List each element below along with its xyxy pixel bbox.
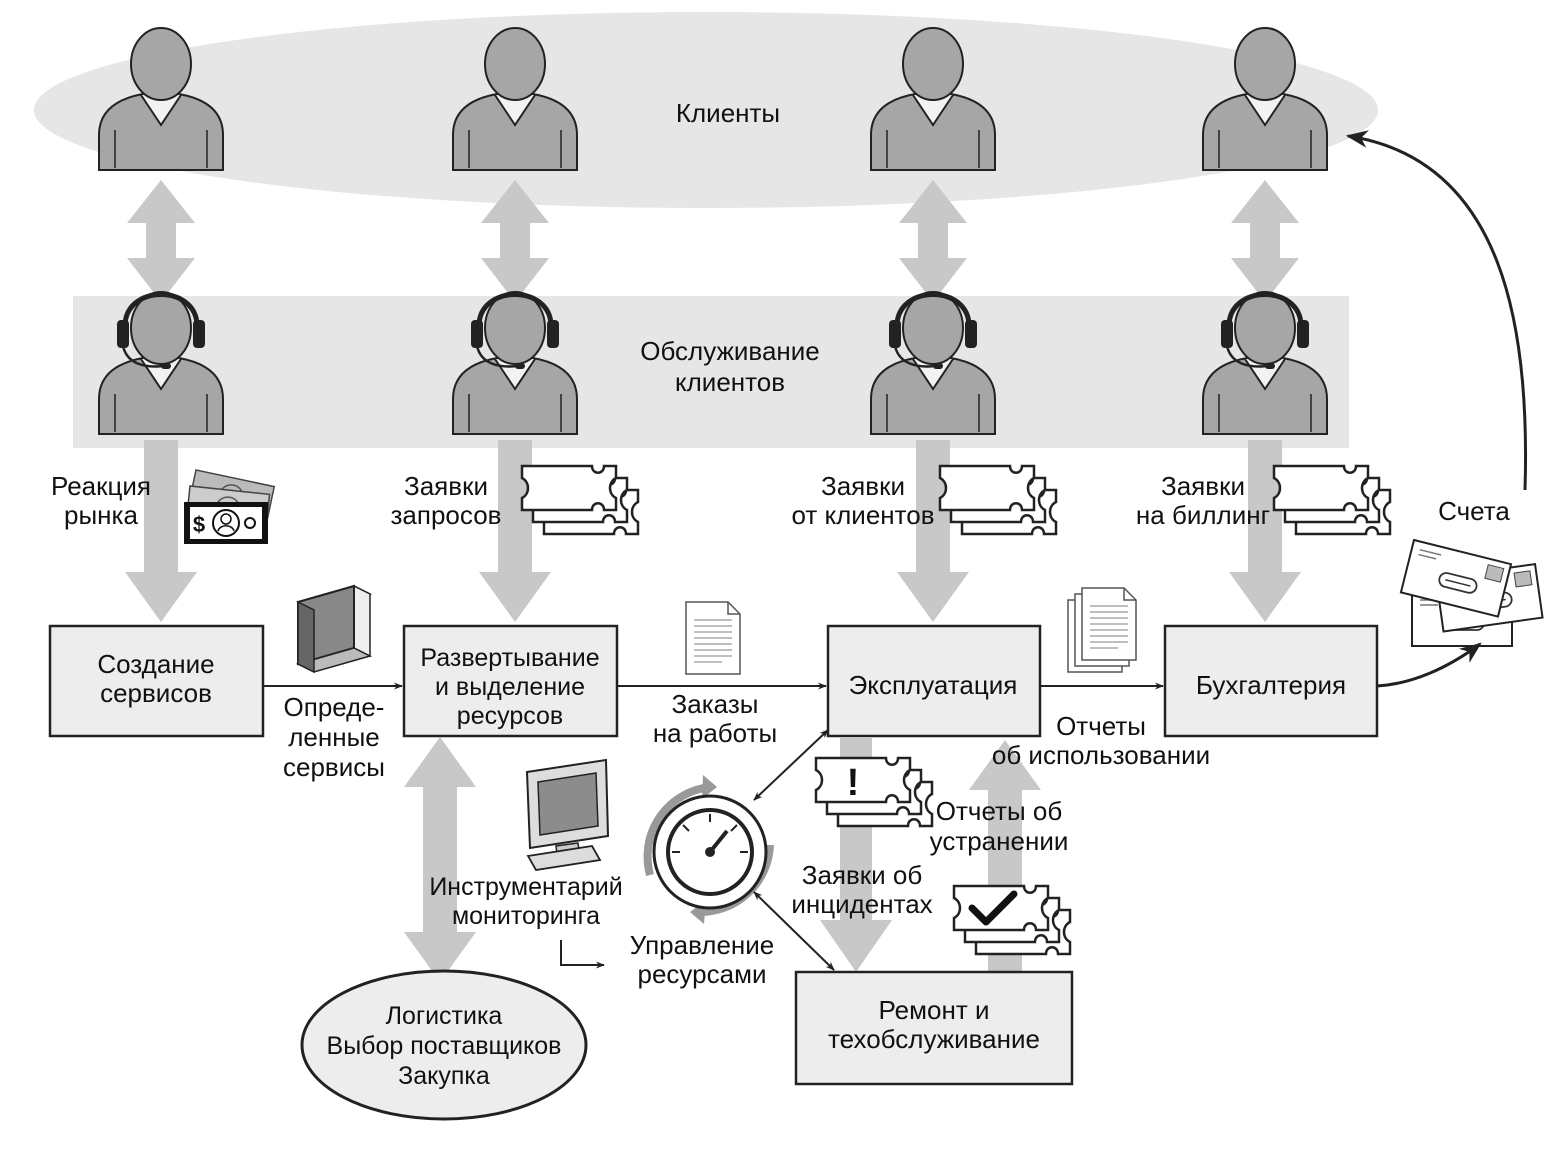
money-symbol: $ xyxy=(193,512,205,537)
check-ticket-icon xyxy=(954,886,1070,954)
invoices-label: Счета xyxy=(1438,496,1510,526)
customer-service-band xyxy=(73,296,1349,448)
monitoring-tools-label-2: мониторинга xyxy=(452,902,600,930)
request-tickets-label-2: запросов xyxy=(391,500,502,530)
market-label-2: рынка xyxy=(64,500,138,530)
work-orders-label-1: Заказы xyxy=(672,689,759,719)
operation-box xyxy=(826,624,1042,738)
deploy-box xyxy=(402,624,619,738)
clients-ellipse xyxy=(34,12,1378,208)
operation-label: Эксплуатация xyxy=(849,670,1018,700)
clients-label: Клиенты xyxy=(676,98,780,128)
fix-reports-label-1: Отчеты об xyxy=(936,796,1062,826)
request-tickets-label-1: Заявки xyxy=(404,471,488,501)
resource-management-label-1: Управление xyxy=(630,930,775,960)
money-icon xyxy=(184,469,276,544)
billing-tickets-label-1: Заявки xyxy=(1161,471,1245,501)
create-services-label-2: сервисов xyxy=(100,678,212,708)
accounting-invoices-arrow xyxy=(1376,642,1482,688)
deploy-label-3: ресурсов xyxy=(457,702,563,730)
fix-reports-label-2: устранении xyxy=(930,826,1069,856)
repair-label-2: техобслуживание xyxy=(828,1024,1040,1054)
defined-services-label-1: Опреде- xyxy=(284,692,385,722)
ticket-icon xyxy=(940,466,1056,534)
usage-reports-label-2: об использовании xyxy=(992,740,1210,770)
accounting-label: Бухгалтерия xyxy=(1196,670,1346,700)
ticket-icon xyxy=(1274,466,1390,534)
service-process-arrows xyxy=(125,440,1301,622)
document-icon xyxy=(685,601,741,675)
documents-stack-icon xyxy=(1067,587,1137,673)
monitoring-tools-label-1: Инструментарий xyxy=(429,873,622,901)
incident-tickets-label-2: инцидентах xyxy=(791,889,932,919)
create-services-box xyxy=(48,624,265,738)
billing-tickets-label-2: на биллинг xyxy=(1136,500,1270,530)
service-label-2: клиентов xyxy=(675,367,785,397)
resource-management-label-2: ресурсами xyxy=(638,959,767,989)
usage-reports-label-1: Отчеты xyxy=(1056,711,1146,741)
alert-ticket-icon: ! xyxy=(816,758,932,826)
logistics-ellipse xyxy=(300,969,588,1121)
monitoring-resource-arrow xyxy=(560,940,605,969)
repair-label-1: Ремонт и xyxy=(878,995,989,1025)
defined-services-label-3: сервисы xyxy=(283,752,385,782)
ticket-icon xyxy=(522,466,638,534)
service-label-1: Обслуживание xyxy=(640,336,820,366)
logistics-label-3: Закупка xyxy=(398,1062,490,1090)
svg-text:!: ! xyxy=(847,762,860,804)
book-icon xyxy=(295,584,373,674)
logistics-label-1: Логистика xyxy=(386,1002,503,1030)
work-orders-label-2: на работы xyxy=(653,718,777,748)
repair-gauge-arrow xyxy=(753,891,835,971)
client-tickets-label-1: Заявки xyxy=(821,471,905,501)
repair-box xyxy=(794,970,1074,1086)
deploy-logistics-arrow xyxy=(404,737,476,982)
defined-services-label-2: ленные xyxy=(288,722,380,752)
accounting-box xyxy=(1163,624,1379,738)
gauge-icon xyxy=(643,775,774,924)
incident-arrow xyxy=(820,738,892,972)
fix-report-arrow xyxy=(969,740,1041,972)
logistics-label-2: Выбор поставщиков xyxy=(327,1032,562,1060)
deploy-label-1: Развертывание xyxy=(420,644,599,672)
operation-gauge-arrow xyxy=(753,729,829,801)
client-service-arrows xyxy=(127,180,1299,302)
envelope-icon xyxy=(1399,539,1544,647)
client-tickets-label-2: от клиентов xyxy=(791,500,934,530)
invoices-clients-arrow xyxy=(1345,130,1528,491)
monitor-icon xyxy=(525,758,610,871)
deploy-label-2: и выделение xyxy=(435,673,585,701)
create-services-label-1: Создание xyxy=(97,649,214,679)
incident-tickets-label-1: Заявки об xyxy=(802,860,923,890)
market-label-1: Реакция xyxy=(51,471,151,501)
